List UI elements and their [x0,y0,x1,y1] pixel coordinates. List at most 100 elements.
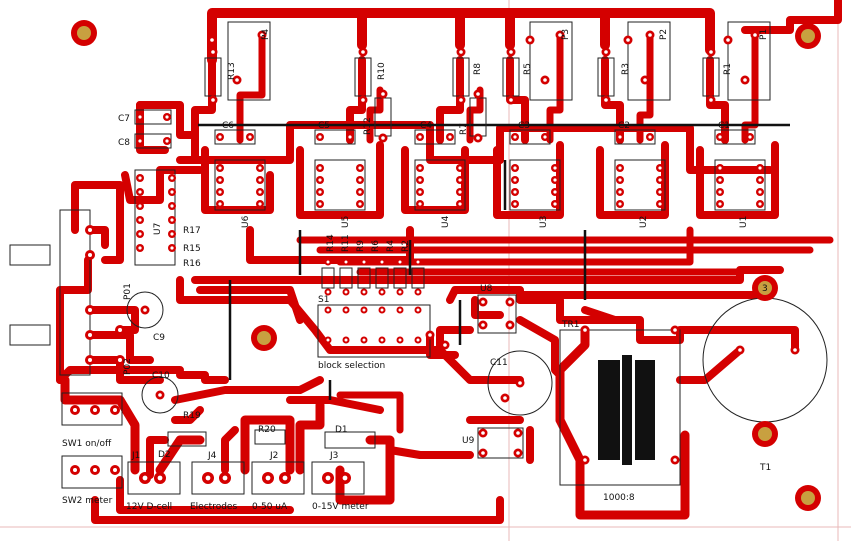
pad-hole [170,232,174,236]
pad-hole [718,166,722,170]
pad-hole [362,338,366,342]
connector-caption-j2: 0-50 uA [252,502,288,512]
pad-hole [248,135,252,139]
ic-label-u6: U6 [241,215,251,228]
cap-label-c10: C10 [152,371,170,381]
pad-hole [73,468,77,472]
pad-hole [170,204,174,208]
pad-hole [418,135,422,139]
pad-hole [282,475,288,481]
pad-hole [604,98,608,102]
pad-hole [416,308,420,312]
pad-hole [516,431,520,435]
pad-hole [476,92,480,96]
cap-label-c1: C1 [718,121,730,131]
pad-hole [358,178,362,182]
pad-hole [418,166,422,170]
pad-hole [518,381,522,385]
pad-hole [118,358,122,362]
pad-hole [443,343,447,347]
pad-hole [361,98,365,102]
connector-caption-j4: Electrodes [190,502,237,512]
pad-hole [726,38,730,42]
pad-hole [344,260,348,264]
pad-hole [604,50,608,54]
pad-hole [398,260,402,264]
ic-label-u8: U8 [480,284,493,294]
pad-hole [658,178,662,182]
pad-hole [673,328,677,332]
pad-hole [143,308,147,312]
pad-hole [558,33,562,37]
pad-hole [543,78,547,82]
pad-hole [543,135,547,139]
pad-hole [318,202,322,206]
connector-label-j2: J2 [269,451,278,461]
pad-hole [738,348,742,352]
pad-hole [458,202,462,206]
cap-label-c7: C7 [118,114,130,124]
pad-hole [418,190,422,194]
pad-hole [205,475,211,481]
pad-hole [258,190,262,194]
pad-hole [381,92,385,96]
pad-hole [618,166,622,170]
pad-hole [210,38,214,42]
connector-caption-j1: 12V D-cell [126,502,172,512]
pad-hole [344,338,348,342]
pad-hole [673,458,677,462]
t1-pin-number: 3 [762,284,768,294]
pad-hole [709,50,713,54]
pad-hole [718,135,722,139]
switch-caption-sw2: SW2 meter [62,496,113,506]
pad-hole [398,308,402,312]
pad-hole [211,50,215,54]
pad-hole [718,190,722,194]
pad-hole [513,135,517,139]
pad-hole [358,202,362,206]
transformer-ratio: 1000:8 [603,493,635,503]
res-label-r1: R1 [723,63,733,75]
pad-hole [459,98,463,102]
pad-hole [793,348,797,352]
pad-hole [326,338,330,342]
pad-hole [348,135,352,139]
pad-hole [481,451,485,455]
pad-hole [265,475,271,481]
cap-label-c5: C5 [318,121,330,131]
connector-label-j3: J3 [329,451,338,461]
pad-hole [618,202,622,206]
transformer-label-tr1: TR1 [561,320,579,330]
pot-label-p02: P02 [123,358,133,375]
pad-hole [88,358,92,362]
res-bank-r11: R11 [341,234,351,252]
pad-hole [481,300,485,304]
pad-hole [476,136,480,140]
pad-hole [418,202,422,206]
pad-hole [553,190,557,194]
pad-hole [448,135,452,139]
pot-label-p2: P2 [659,29,669,40]
res-bank-r14: R14 [326,234,336,252]
ic-label-u2: U2 [639,216,649,228]
switch-label-s1: S1 [318,295,329,305]
pad-hole [260,33,264,37]
pad-hole [380,308,384,312]
pad-hole [326,260,330,264]
pad-hole [583,458,587,462]
connector-label-j1: J1 [131,451,140,461]
pad-hole [88,253,92,257]
connector-caption-j3: 0-15V meter [312,502,369,512]
pad-hole [648,33,652,37]
cap-label-c11: C11 [490,358,508,368]
cap-label-c2: C2 [618,121,630,131]
pad-hole [93,468,97,472]
pad-hole [709,98,713,102]
pad-hole [648,135,652,139]
pad-hole [138,176,142,180]
pad-hole [513,202,517,206]
pad-hole [553,178,557,182]
cap-label-c4: C4 [420,121,432,131]
pad-hole [362,260,366,264]
